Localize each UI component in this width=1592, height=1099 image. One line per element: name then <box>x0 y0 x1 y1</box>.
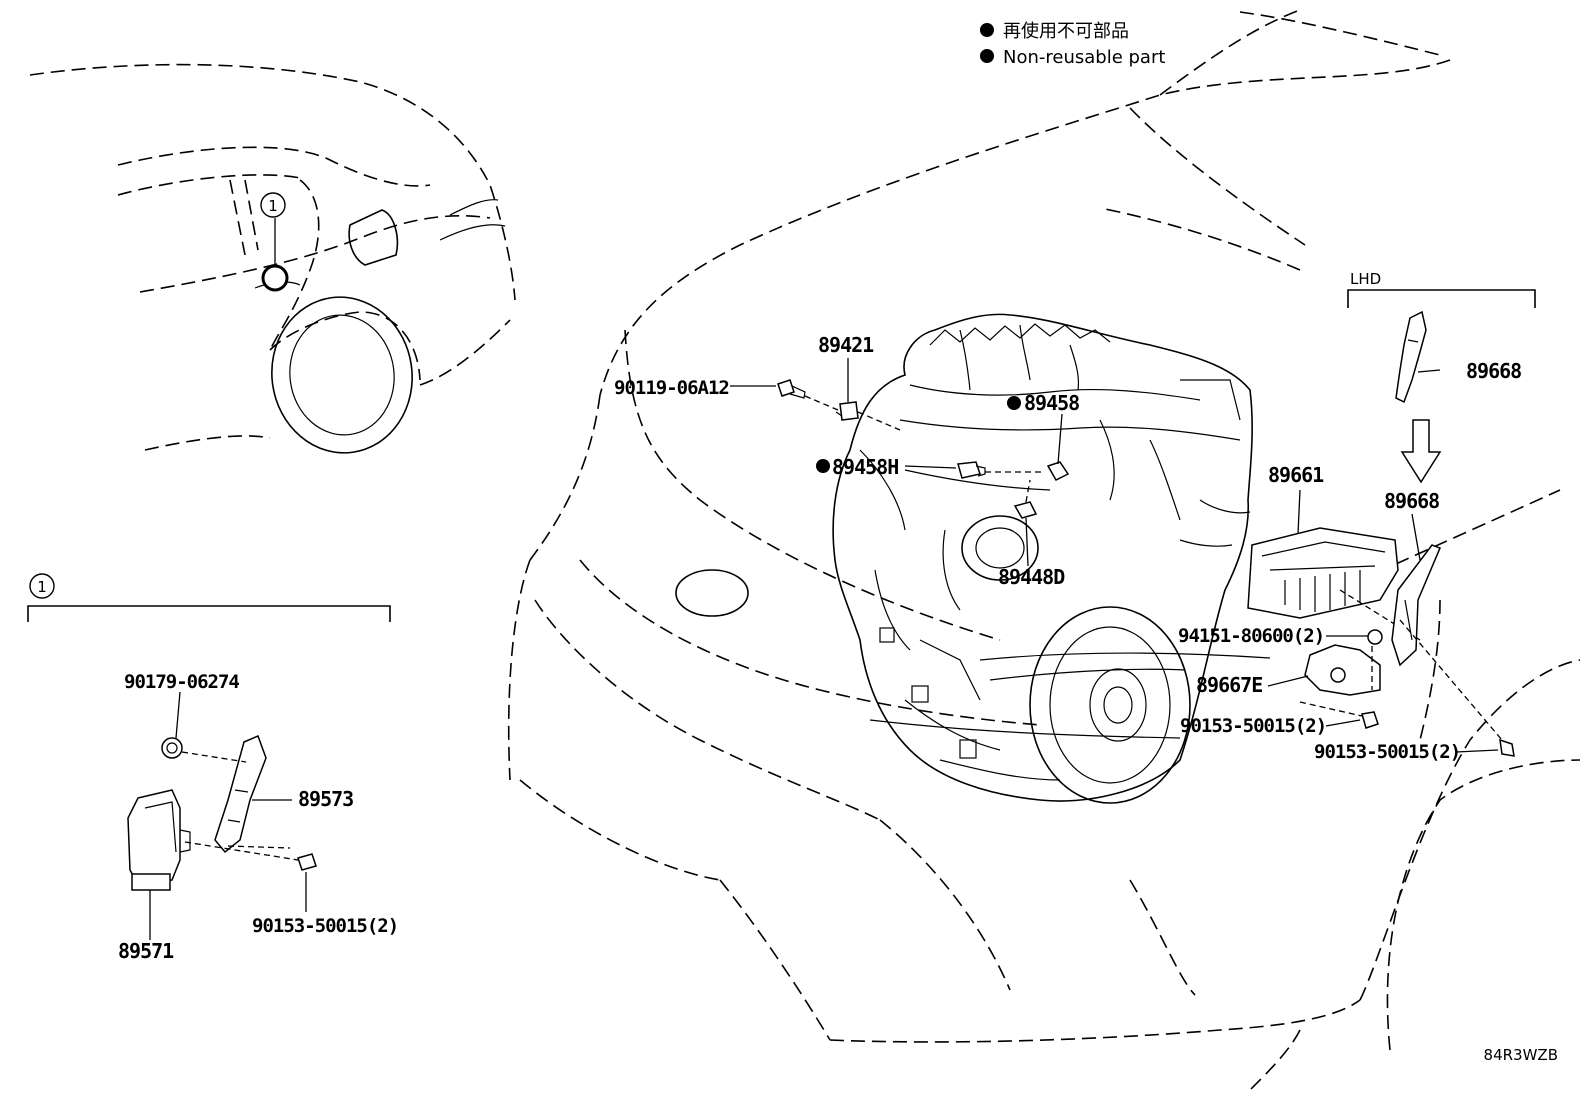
label-89458: 89458 <box>1024 391 1079 415</box>
label-90153-50015-c: 90153-50015(2) <box>252 915 398 937</box>
label-90119-06a12: 90119-06A12 <box>614 377 729 399</box>
label-89573: 89573 <box>298 787 353 811</box>
label-89668: 89668 <box>1384 489 1439 513</box>
label-89661: 89661 <box>1268 463 1324 487</box>
legend: 再使用不可部品 Non-reusable part <box>980 21 1165 68</box>
label-94151-80600: 94151-80600(2) <box>1178 625 1324 647</box>
detail-section-1: 1 <box>27 573 391 891</box>
ecu-assembly <box>1247 527 1421 696</box>
detail-section-marker: 1 <box>37 578 47 596</box>
bracket-89668-installed <box>1391 544 1441 667</box>
label-90153-50015-a: 90153-50015(2) <box>1180 715 1326 737</box>
non-reusable-bullet-icon <box>1007 396 1021 410</box>
arrow-down-icon <box>1400 419 1442 484</box>
non-reusable-bullet-icon <box>980 49 994 63</box>
rear-car-view: 1 <box>29 63 516 454</box>
label-90179-06274: 90179-06274 <box>124 671 239 693</box>
legend-japanese: 再使用不可部品 <box>1003 21 1129 42</box>
legend-english: Non-reusable part <box>1003 47 1165 68</box>
label-89571: 89571 <box>118 939 174 963</box>
label-89458h: 89458H <box>832 455 898 479</box>
leader-lines <box>149 358 1503 940</box>
front-car-outline <box>507 9 1581 1091</box>
non-reusable-bullet-icon <box>816 459 830 473</box>
lhd-label: LHD <box>1350 270 1381 288</box>
label-90153-50015-b: 90153-50015(2) <box>1314 741 1460 763</box>
label-89421: 89421 <box>818 333 874 357</box>
rear-section-marker: 1 <box>268 197 278 215</box>
engine-small-parts <box>777 379 1515 757</box>
engine-block <box>832 313 1253 804</box>
non-reusable-bullet-icon <box>980 23 994 37</box>
part-labels: 89421 90119-06A12 89458 89458H 89448D 89… <box>118 333 1522 963</box>
lhd-inset: LHD <box>1347 270 1536 484</box>
label-89667e: 89667E <box>1196 673 1262 697</box>
label-89448d: 89448D <box>998 565 1065 589</box>
label-89668-lhd: 89668 <box>1466 359 1521 383</box>
diagram-code: 84R3WZB <box>1484 1046 1558 1064</box>
